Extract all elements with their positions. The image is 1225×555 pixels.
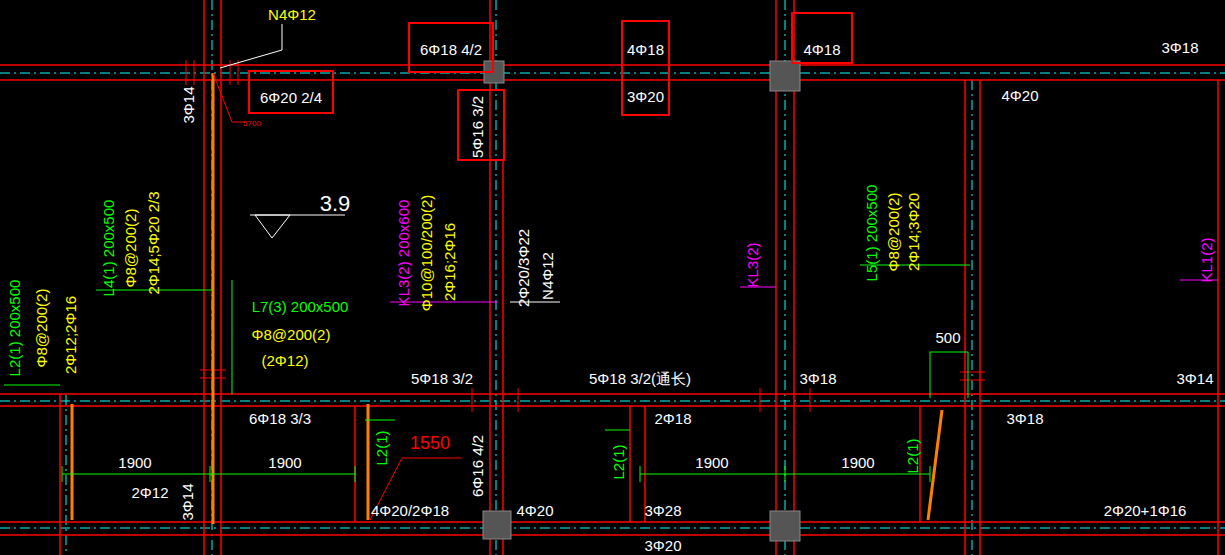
rebar-note-vertical: KL3(2) 200x600: [396, 200, 411, 307]
rebar-note-vertical: 3Φ14: [181, 87, 196, 124]
rebar-note: 500: [935, 330, 960, 345]
highlighted-rebar-note: 4Φ18: [627, 42, 664, 57]
rebar-note: 3Φ20: [645, 538, 682, 553]
highlight-box: 5Φ16 3/2: [457, 89, 505, 161]
rebar-note: 3Φ28: [645, 503, 682, 518]
rebar-note-vertical: KL3(2): [745, 242, 760, 287]
rebar-note: 1900: [695, 455, 728, 470]
rebar-note-vertical: 2Φ14;3Φ20: [906, 193, 921, 271]
rebar-note: 3Φ18: [1162, 40, 1199, 55]
rebar-note-vertical: L2(1): [905, 438, 920, 473]
rebar-note-vertical: 2Φ20/3Φ22: [516, 229, 531, 307]
rebar-note-vertical: L2(1) 200x500: [7, 280, 22, 377]
highlighted-rebar-note: 3Φ20: [627, 89, 664, 104]
rebar-note: 3.9: [320, 193, 351, 215]
rebar-note: N4Φ12: [268, 7, 316, 22]
highlighted-rebar-note: 5Φ16 3/2: [470, 96, 485, 158]
rebar-note: 2Φ18: [655, 411, 692, 426]
rebar-note: 4Φ20/2Φ18: [371, 503, 449, 518]
rebar-note-vertical: 2Φ14;5Φ20 2/3: [146, 191, 161, 294]
rebar-note-vertical: L5(1) 200x500: [864, 185, 879, 282]
rebar-note-vertical: 2Φ12;2Φ16: [63, 296, 78, 374]
rebar-note: 1900: [268, 455, 301, 470]
rebar-note: 4Φ20: [517, 503, 554, 518]
rebar-note: 2Φ20+1Φ16: [1104, 503, 1187, 518]
highlighted-rebar-note: 6Φ20 2/4: [260, 90, 322, 105]
rebar-note: 3Φ18: [800, 371, 837, 386]
rebar-note-vertical: L4(1) 200x500: [101, 200, 116, 297]
rebar-note-vertical: 2Φ16;2Φ16: [442, 223, 457, 301]
rebar-note-vertical: KL1(2): [1199, 237, 1214, 282]
rebar-note: 1900: [118, 455, 151, 470]
rebar-note: 1550: [410, 434, 450, 452]
rebar-note: 5700: [243, 120, 261, 128]
highlighted-rebar-note: 6Φ18 4/2: [420, 42, 482, 57]
rebar-note-vertical: Φ8@200(2): [886, 193, 901, 272]
highlight-box: 4Φ18 3Φ20: [621, 20, 670, 116]
rebar-note: 4Φ20: [1002, 88, 1039, 103]
rebar-note: 3Φ14: [1177, 371, 1214, 386]
rebar-note: 6Φ18 3/3: [249, 411, 311, 426]
rebar-note: 3Φ18: [1007, 411, 1044, 426]
highlight-box: 6Φ20 2/4: [248, 70, 334, 114]
highlight-box: 6Φ18 4/2: [408, 22, 494, 73]
rebar-note: L7(3) 200x500: [252, 299, 349, 314]
highlight-box: 4Φ18: [791, 12, 853, 64]
rebar-note-vertical: L2(1): [611, 444, 626, 479]
rebar-note: 5Φ18 3/2: [411, 371, 473, 386]
rebar-note: Φ8@200(2): [252, 327, 331, 342]
rebar-note-vertical: N4Φ12: [540, 252, 555, 300]
rebar-note-vertical: Φ8@200(2): [34, 289, 49, 368]
rebar-note: 2Φ12: [132, 485, 169, 500]
highlighted-rebar-note: 4Φ18: [804, 42, 841, 57]
rebar-note-vertical: Φ8@200(2): [123, 209, 138, 288]
rebar-note-vertical: L2(1): [374, 430, 389, 465]
rebar-note: 5Φ18 3/2(通长): [589, 371, 691, 386]
rebar-note-vertical: 3Φ14: [180, 484, 195, 521]
rebar-note-vertical: Φ10@100/200(2): [419, 195, 434, 311]
rebar-note: 1900: [841, 455, 874, 470]
rebar-note-vertical: 6Φ16 4/2: [470, 435, 485, 497]
rebar-note: (2Φ12): [262, 353, 309, 368]
